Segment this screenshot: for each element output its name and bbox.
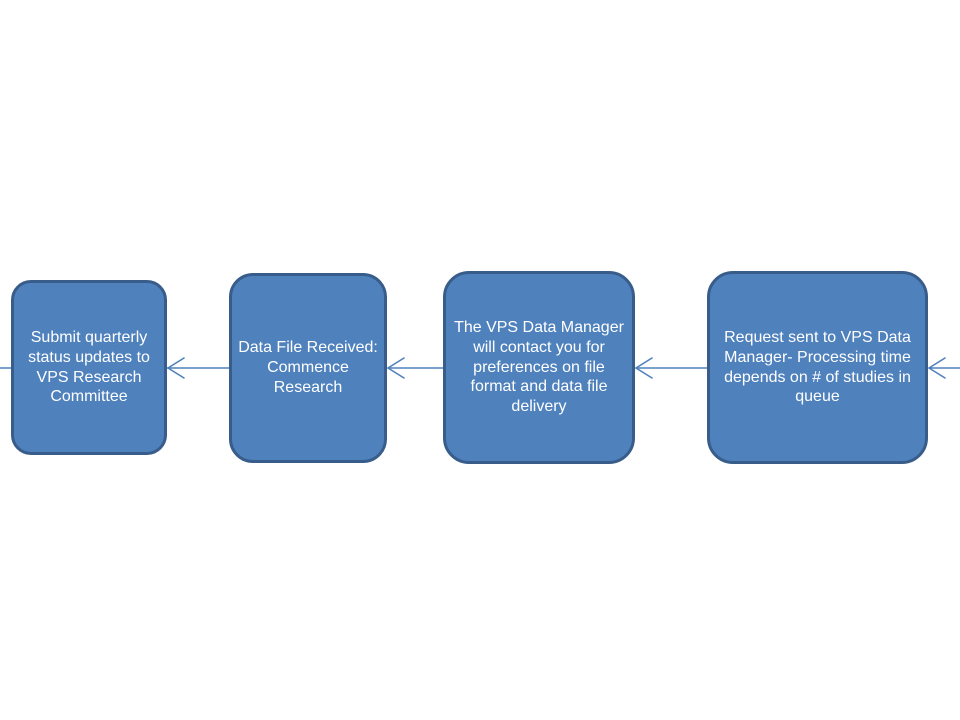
arrowhead-into-step-2 [387,357,405,379]
step-text-data-manager-contact: The VPS Data Manager will contact you fo… [454,319,624,415]
step-text-submit-updates: Submit quarterly status updates to VPS R… [28,329,150,406]
step-text-request-sent: Request sent to VPS Data Manager- Proces… [724,329,911,406]
arrowhead-into-step-4 [928,357,946,379]
arrowhead-into-step-3 [635,357,653,379]
arrowhead-into-step-1 [167,357,185,379]
step-box-request-sent: Request sent to VPS Data Manager- Proces… [707,271,928,464]
step-box-data-received: Data File Received: Commence Research [229,273,387,463]
step-box-data-manager-contact: The VPS Data Manager will contact you fo… [443,271,635,464]
step-text-data-received: Data File Received: Commence Research [238,339,378,396]
step-box-submit-updates: Submit quarterly status updates to VPS R… [11,280,167,455]
